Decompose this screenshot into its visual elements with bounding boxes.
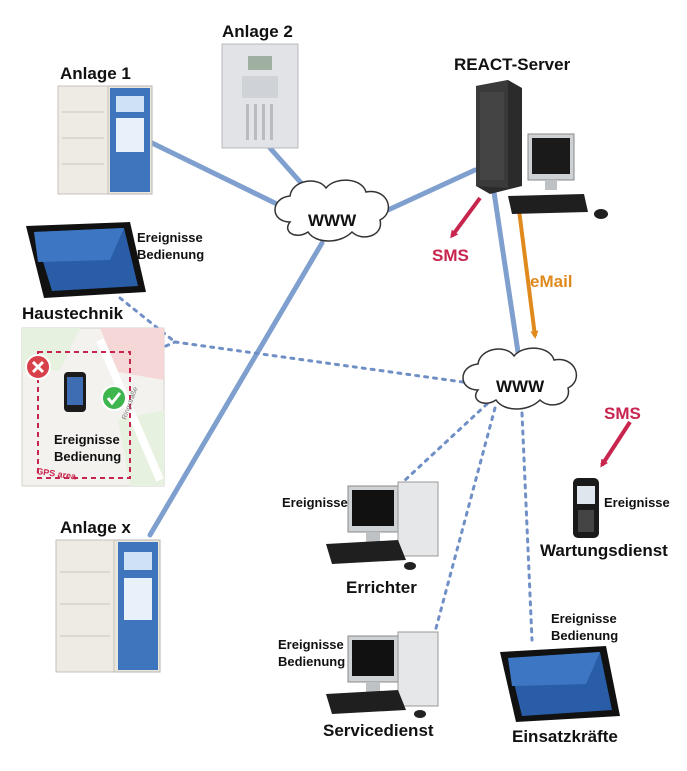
react-server [476,80,608,219]
service-access-2: Bedienung [278,654,346,669]
anlagex-label: Anlage x [60,518,131,537]
sms-arrow-phone [600,420,632,468]
errichter-pc [326,481,439,570]
wartung-phone [573,478,599,538]
mobile-access-2: Bedienung [54,449,122,464]
wartung-access-1: Ereignisse [604,495,670,510]
link-server-www2 [491,189,521,355]
servicedienst-pc [326,631,439,718]
sms-phone-label: SMS [604,404,641,423]
anlage1-cabinet [57,85,153,195]
einsatz-access-2: Bedienung [551,628,619,643]
www-right-label: WWW [496,377,545,396]
www-top-label: WWW [308,211,357,230]
link-haustechnik [118,296,177,344]
sms-server-label: SMS [432,246,469,265]
link-anlage1-www [147,139,288,211]
solid-links [147,139,521,538]
service-access-1: Ereignisse [278,637,344,652]
link-hub-www2 [173,340,472,385]
servicedienst-label: Servicedienst [323,721,434,740]
errichter-label: Errichter [346,578,417,597]
link-www2-einsatz [520,411,534,642]
mobile-access-1: Ereignisse [54,432,120,447]
anlage2-cabinet [221,43,299,149]
cloud-right [462,347,578,410]
anlage2-label: Anlage 2 [222,22,293,41]
dotted-links [98,296,534,642]
cloud-top [274,179,390,242]
email-arrow [516,201,539,339]
einsatzkraefte-label: Einsatzkräfte [512,727,618,746]
server-label: REACT-Server [454,55,571,74]
link-server-www [385,167,478,213]
einsatz-tablet [500,646,620,722]
anlagex-cabinet [55,539,161,673]
email-label: eMail [530,272,573,291]
sms-arrow-server [450,196,482,239]
anlage1-label: Anlage 1 [60,64,131,83]
link-www2-servicedienst [433,406,497,634]
haustechnik-access-2: Bedienung [137,247,205,262]
wartungsdienst-label: Wartungsdienst [540,541,668,560]
haustechnik-tablet [26,222,146,298]
link-www-anlagex [147,240,325,538]
haustechnik-access-1: Ereignisse [137,230,203,245]
errichter-access-1: Ereignisse [282,495,348,510]
einsatz-access-1: Ereignisse [551,611,617,626]
haustechnik-label: Haustechnik [22,304,124,323]
gps-map: GPS area Ringstraße [21,327,165,487]
